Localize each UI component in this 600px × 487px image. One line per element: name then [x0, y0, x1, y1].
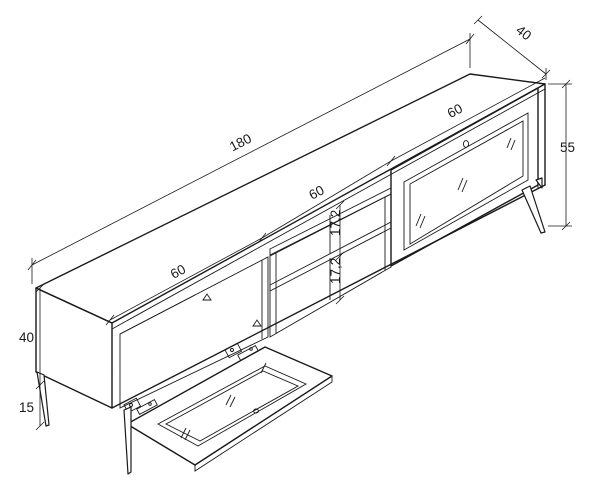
top-edge-thickness — [111, 88, 546, 330]
flap-glass-pane-inner — [165, 370, 300, 442]
label-left-section: 60 — [168, 261, 188, 281]
left-compartment — [119, 256, 269, 409]
dimension-labels: 180 40 55 60 60 60 17,2 17,2 40 15 — [19, 22, 575, 415]
glass-reflection-6 — [510, 139, 516, 151]
glass-reflection-1 — [457, 177, 464, 191]
hinge-pad-right — [252, 319, 262, 327]
dim-tick-body-height-a — [35, 283, 45, 293]
flap-reflection-2 — [184, 429, 191, 441]
door-knob-icon — [462, 140, 470, 148]
dim-tick-left-section-a — [105, 314, 115, 326]
dim-tick-total-left — [27, 259, 37, 271]
dim-tick-shelf-b — [335, 251, 345, 261]
label-depth: 40 — [513, 22, 534, 43]
flap-knob-icon — [253, 408, 259, 414]
left-side-panel — [35, 287, 113, 409]
dim-line-middle-section — [261, 160, 392, 239]
flap-door-outer — [126, 346, 333, 466]
label-shelf-lower: 17,2 — [328, 258, 343, 284]
dim-line-left-section — [109, 237, 263, 321]
middle-shelf-section — [269, 187, 392, 338]
label-body-height: 40 — [19, 330, 34, 345]
glass-reflection-3 — [415, 213, 422, 227]
glass-door-frame — [390, 87, 539, 267]
dim-line-depth — [477, 19, 547, 75]
dim-tick-height-top — [561, 79, 571, 89]
label-shelf-upper: 17,2 — [328, 210, 343, 236]
leg-front-right — [521, 185, 546, 234]
flap-reflection-1 — [180, 427, 187, 439]
dim-tick-shelf-a — [335, 200, 345, 210]
flap-glass-pane-outer — [157, 365, 307, 447]
glass-reflection-2 — [461, 179, 468, 193]
flap-reflection-4 — [229, 396, 236, 408]
dim-tick-height-bottom — [561, 221, 571, 231]
dim-tick-leg-height — [35, 421, 45, 431]
leg-back-left — [36, 371, 50, 427]
glass-reflection-5 — [506, 137, 512, 149]
dim-tick-depth-left — [473, 15, 483, 25]
dim-tick-total-right — [465, 33, 475, 45]
flap-hinge-right-icon — [224, 342, 259, 361]
label-leg-height: 15 — [19, 400, 34, 415]
glass-door-pane-outer — [403, 112, 529, 251]
left-compartment-opening — [119, 256, 269, 409]
dimension-lines — [27, 15, 572, 431]
flap-door-thickness — [194, 375, 333, 472]
leg-front-left — [123, 406, 132, 475]
hinge-pad-left — [202, 293, 212, 301]
left-compartment-back-top — [119, 294, 196, 335]
top-surface — [35, 73, 546, 324]
dim-tick-shelf-c — [335, 295, 345, 305]
label-right-section: 60 — [445, 101, 465, 121]
dim-line-right-section — [390, 77, 546, 162]
front-bottom-edge — [111, 184, 546, 409]
flap-reflection-3 — [225, 394, 232, 406]
dim-line-total-length — [31, 38, 471, 266]
label-height: 55 — [560, 140, 575, 155]
dim-tick-depth-right — [541, 69, 551, 79]
leg-back-right-top — [535, 177, 543, 189]
glass-door-pane-inner — [409, 120, 524, 245]
glass-reflection-4 — [419, 215, 426, 229]
label-middle-section: 60 — [306, 182, 326, 202]
right-glass-door — [390, 87, 539, 267]
open-flap-door — [123, 342, 333, 472]
label-total-length: 180 — [227, 131, 254, 155]
flap-reflection-5 — [260, 362, 267, 374]
